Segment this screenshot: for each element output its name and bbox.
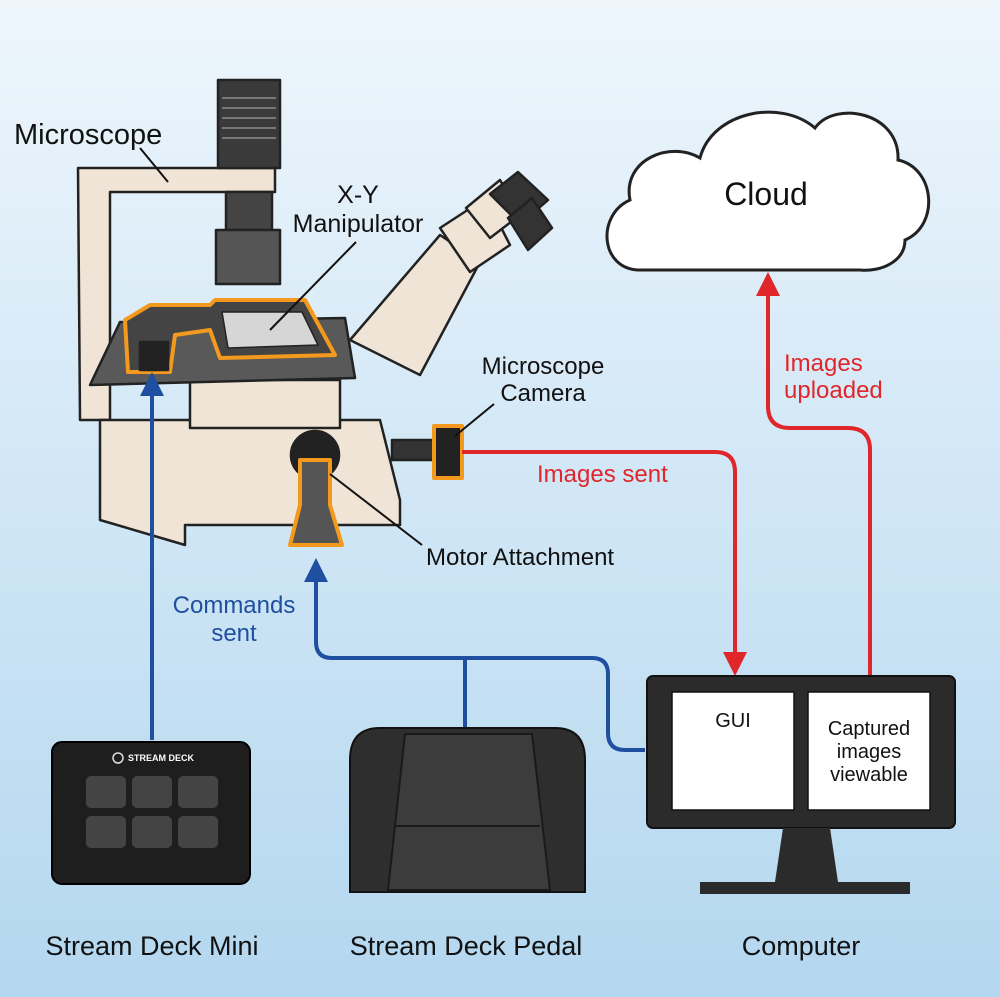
motor-leader xyxy=(329,473,423,546)
deck-key xyxy=(86,776,126,808)
lamp-housing xyxy=(216,78,282,170)
stage-arrowhead xyxy=(140,372,164,396)
stream-deck-mini-label: Stream Deck Mini xyxy=(45,931,258,961)
images-uploaded-label: uploaded xyxy=(784,377,883,404)
deck-key xyxy=(178,816,218,848)
manipulator-knob xyxy=(138,340,170,372)
commands-flow xyxy=(150,392,645,752)
motor-attachment-label: Motor Attachment xyxy=(426,544,614,571)
leader-lines xyxy=(139,147,495,546)
cloud-shape xyxy=(605,110,930,272)
deck-body xyxy=(51,741,251,885)
microscope-leader xyxy=(139,147,169,183)
stream-deck-mini xyxy=(51,741,251,885)
gui-label: GUI xyxy=(715,710,751,732)
captured-images-label: images xyxy=(837,741,901,763)
motor-arrowhead xyxy=(304,558,328,582)
captured-images-label: viewable xyxy=(830,764,908,786)
images-uploaded-line xyxy=(766,290,872,676)
motor-attachment xyxy=(288,458,344,547)
computer xyxy=(646,675,956,894)
xy-manipulator-label: X-Y xyxy=(337,181,379,209)
computer-label: Computer xyxy=(742,931,861,961)
images-sent-arrowhead xyxy=(723,652,747,676)
images-uploaded-arrowhead xyxy=(756,272,780,296)
lamp-fins xyxy=(222,97,276,139)
stream-deck-pedal-label: Stream Deck Pedal xyxy=(350,931,583,961)
deck-key xyxy=(132,816,172,848)
microscope-label: Microscope xyxy=(14,119,162,151)
camera-label: Camera xyxy=(500,380,586,407)
condenser-upper xyxy=(224,190,274,232)
stream-deck-pedal xyxy=(349,727,586,893)
computer-command-line xyxy=(314,580,645,752)
images-uploaded-label: Images xyxy=(784,350,863,377)
xy-leader xyxy=(269,241,357,331)
monitor-stand xyxy=(775,828,838,882)
monitor-base xyxy=(700,882,910,894)
deck-logo-text: STREAM DECK xyxy=(128,753,195,763)
deck-key xyxy=(86,816,126,848)
camera-adapter xyxy=(390,438,436,462)
xy-manipulator-label: Manipulator xyxy=(293,210,424,238)
microscope xyxy=(76,78,554,547)
deck-key xyxy=(132,776,172,808)
condenser-lower xyxy=(214,228,282,286)
commands-sent-label: Commands xyxy=(173,592,296,619)
captured-images-label: Captured xyxy=(828,718,910,740)
camera-label: Microscope xyxy=(482,353,605,380)
deck-key xyxy=(178,776,218,808)
images-sent-label: Images sent xyxy=(537,461,668,488)
images-flow xyxy=(462,290,872,676)
pedal-center xyxy=(386,733,552,891)
images-sent-line xyxy=(462,450,737,655)
microscope-base xyxy=(98,418,402,547)
camera-leader xyxy=(454,403,495,437)
gui-panel xyxy=(671,691,795,811)
cloud-label: Cloud xyxy=(724,176,808,212)
stage-support xyxy=(188,378,342,430)
commands-sent-label: sent xyxy=(211,620,257,647)
eyepiece-cap-2 xyxy=(506,196,554,252)
captured-images-panel xyxy=(807,691,931,811)
deck-logo-icon xyxy=(112,752,124,764)
